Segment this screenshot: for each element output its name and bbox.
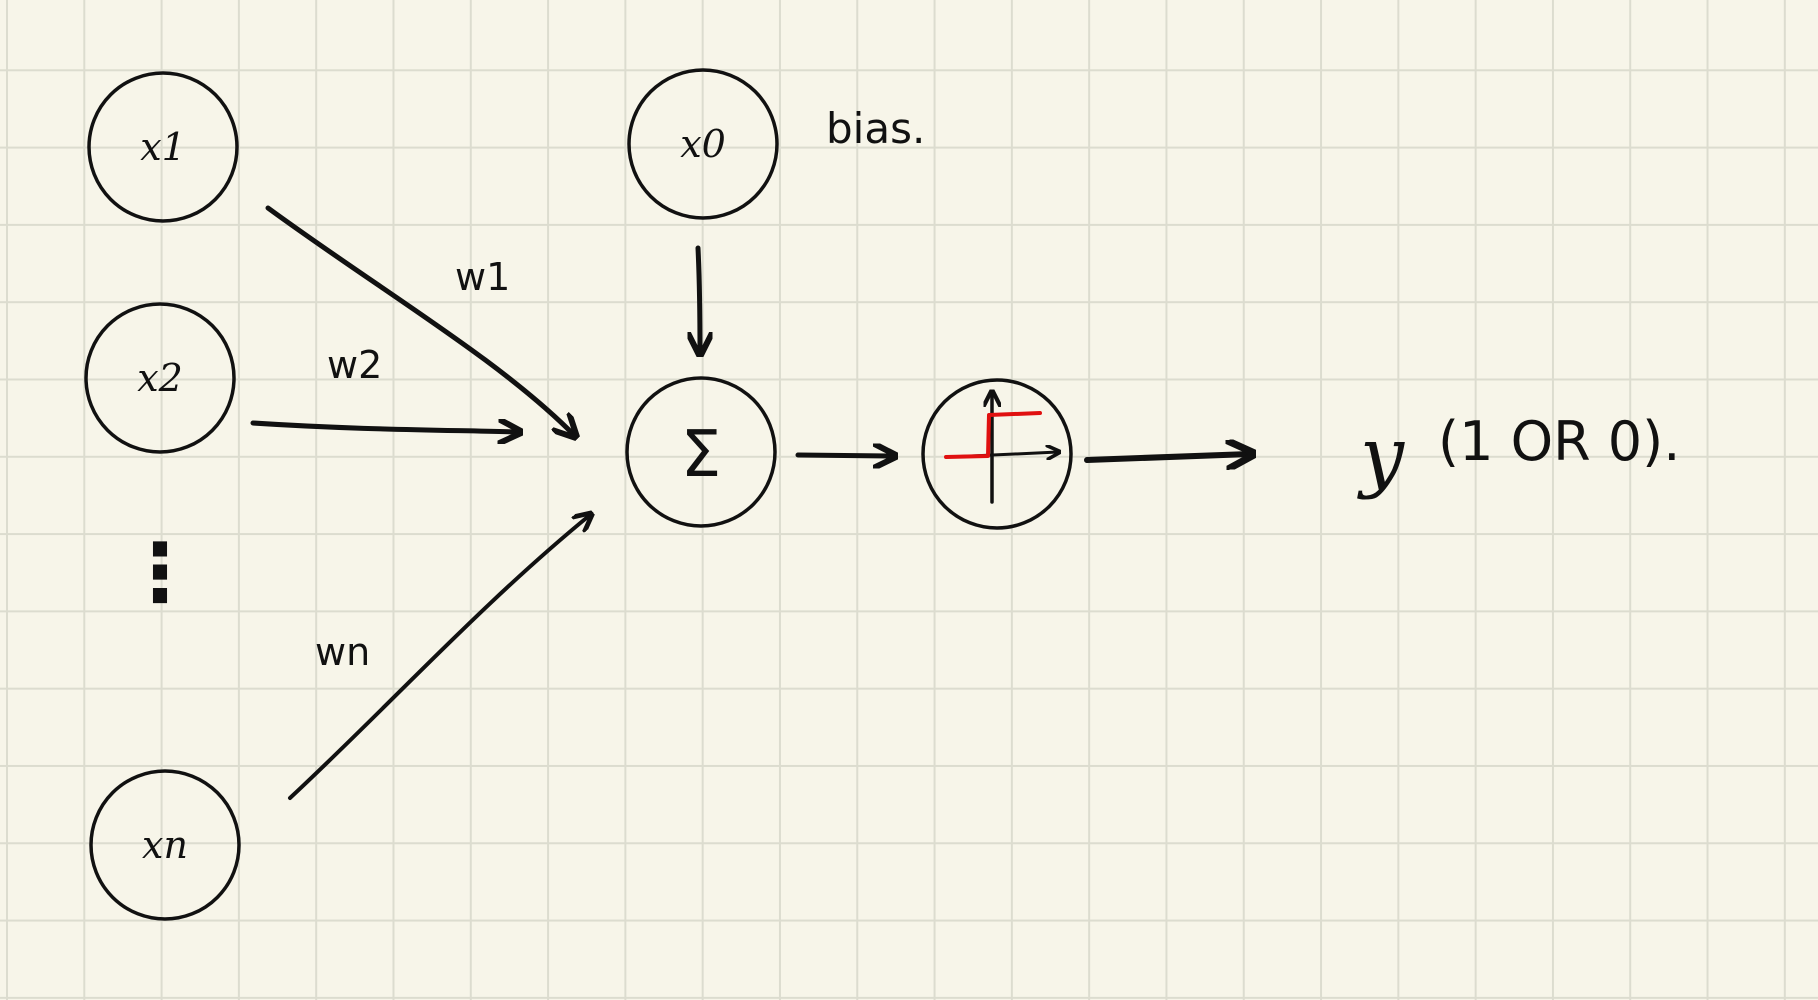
arrow-bias-to-sum [698,245,700,352]
input-label-x1: x1 [140,125,186,169]
step-function-curve [944,411,1042,459]
summation-node: Σ [625,376,777,528]
output-y: y [1357,411,1405,501]
weight-label-w1: w1 [455,255,510,299]
input-node-x2: x2 [84,302,236,454]
sigma-symbol: Σ [681,418,721,492]
input-ellipsis: ⋮ [120,526,200,619]
input-label-x2: x2 [137,356,183,400]
arrow-x1-to-sum [265,205,574,435]
arrow-x2-to-sum [250,423,518,432]
weight-label-w2: w2 [327,343,382,387]
step-activation-node [921,378,1073,530]
input-label-xn: xn [142,823,188,867]
bias-node-label: x0 [680,122,726,166]
input-node-xn: xn [89,769,241,921]
bias-node-x0: x0 [627,68,779,220]
arrow-step-to-output [1084,454,1250,460]
arrow-xn-to-sum [288,515,590,800]
output-note: (1 OR 0). [1438,410,1680,473]
weight-label-wn: wn [315,630,370,674]
arrow-sum-to-step [795,455,893,456]
bias-label: bias. [826,104,925,153]
input-node-x1: x1 [87,71,239,223]
